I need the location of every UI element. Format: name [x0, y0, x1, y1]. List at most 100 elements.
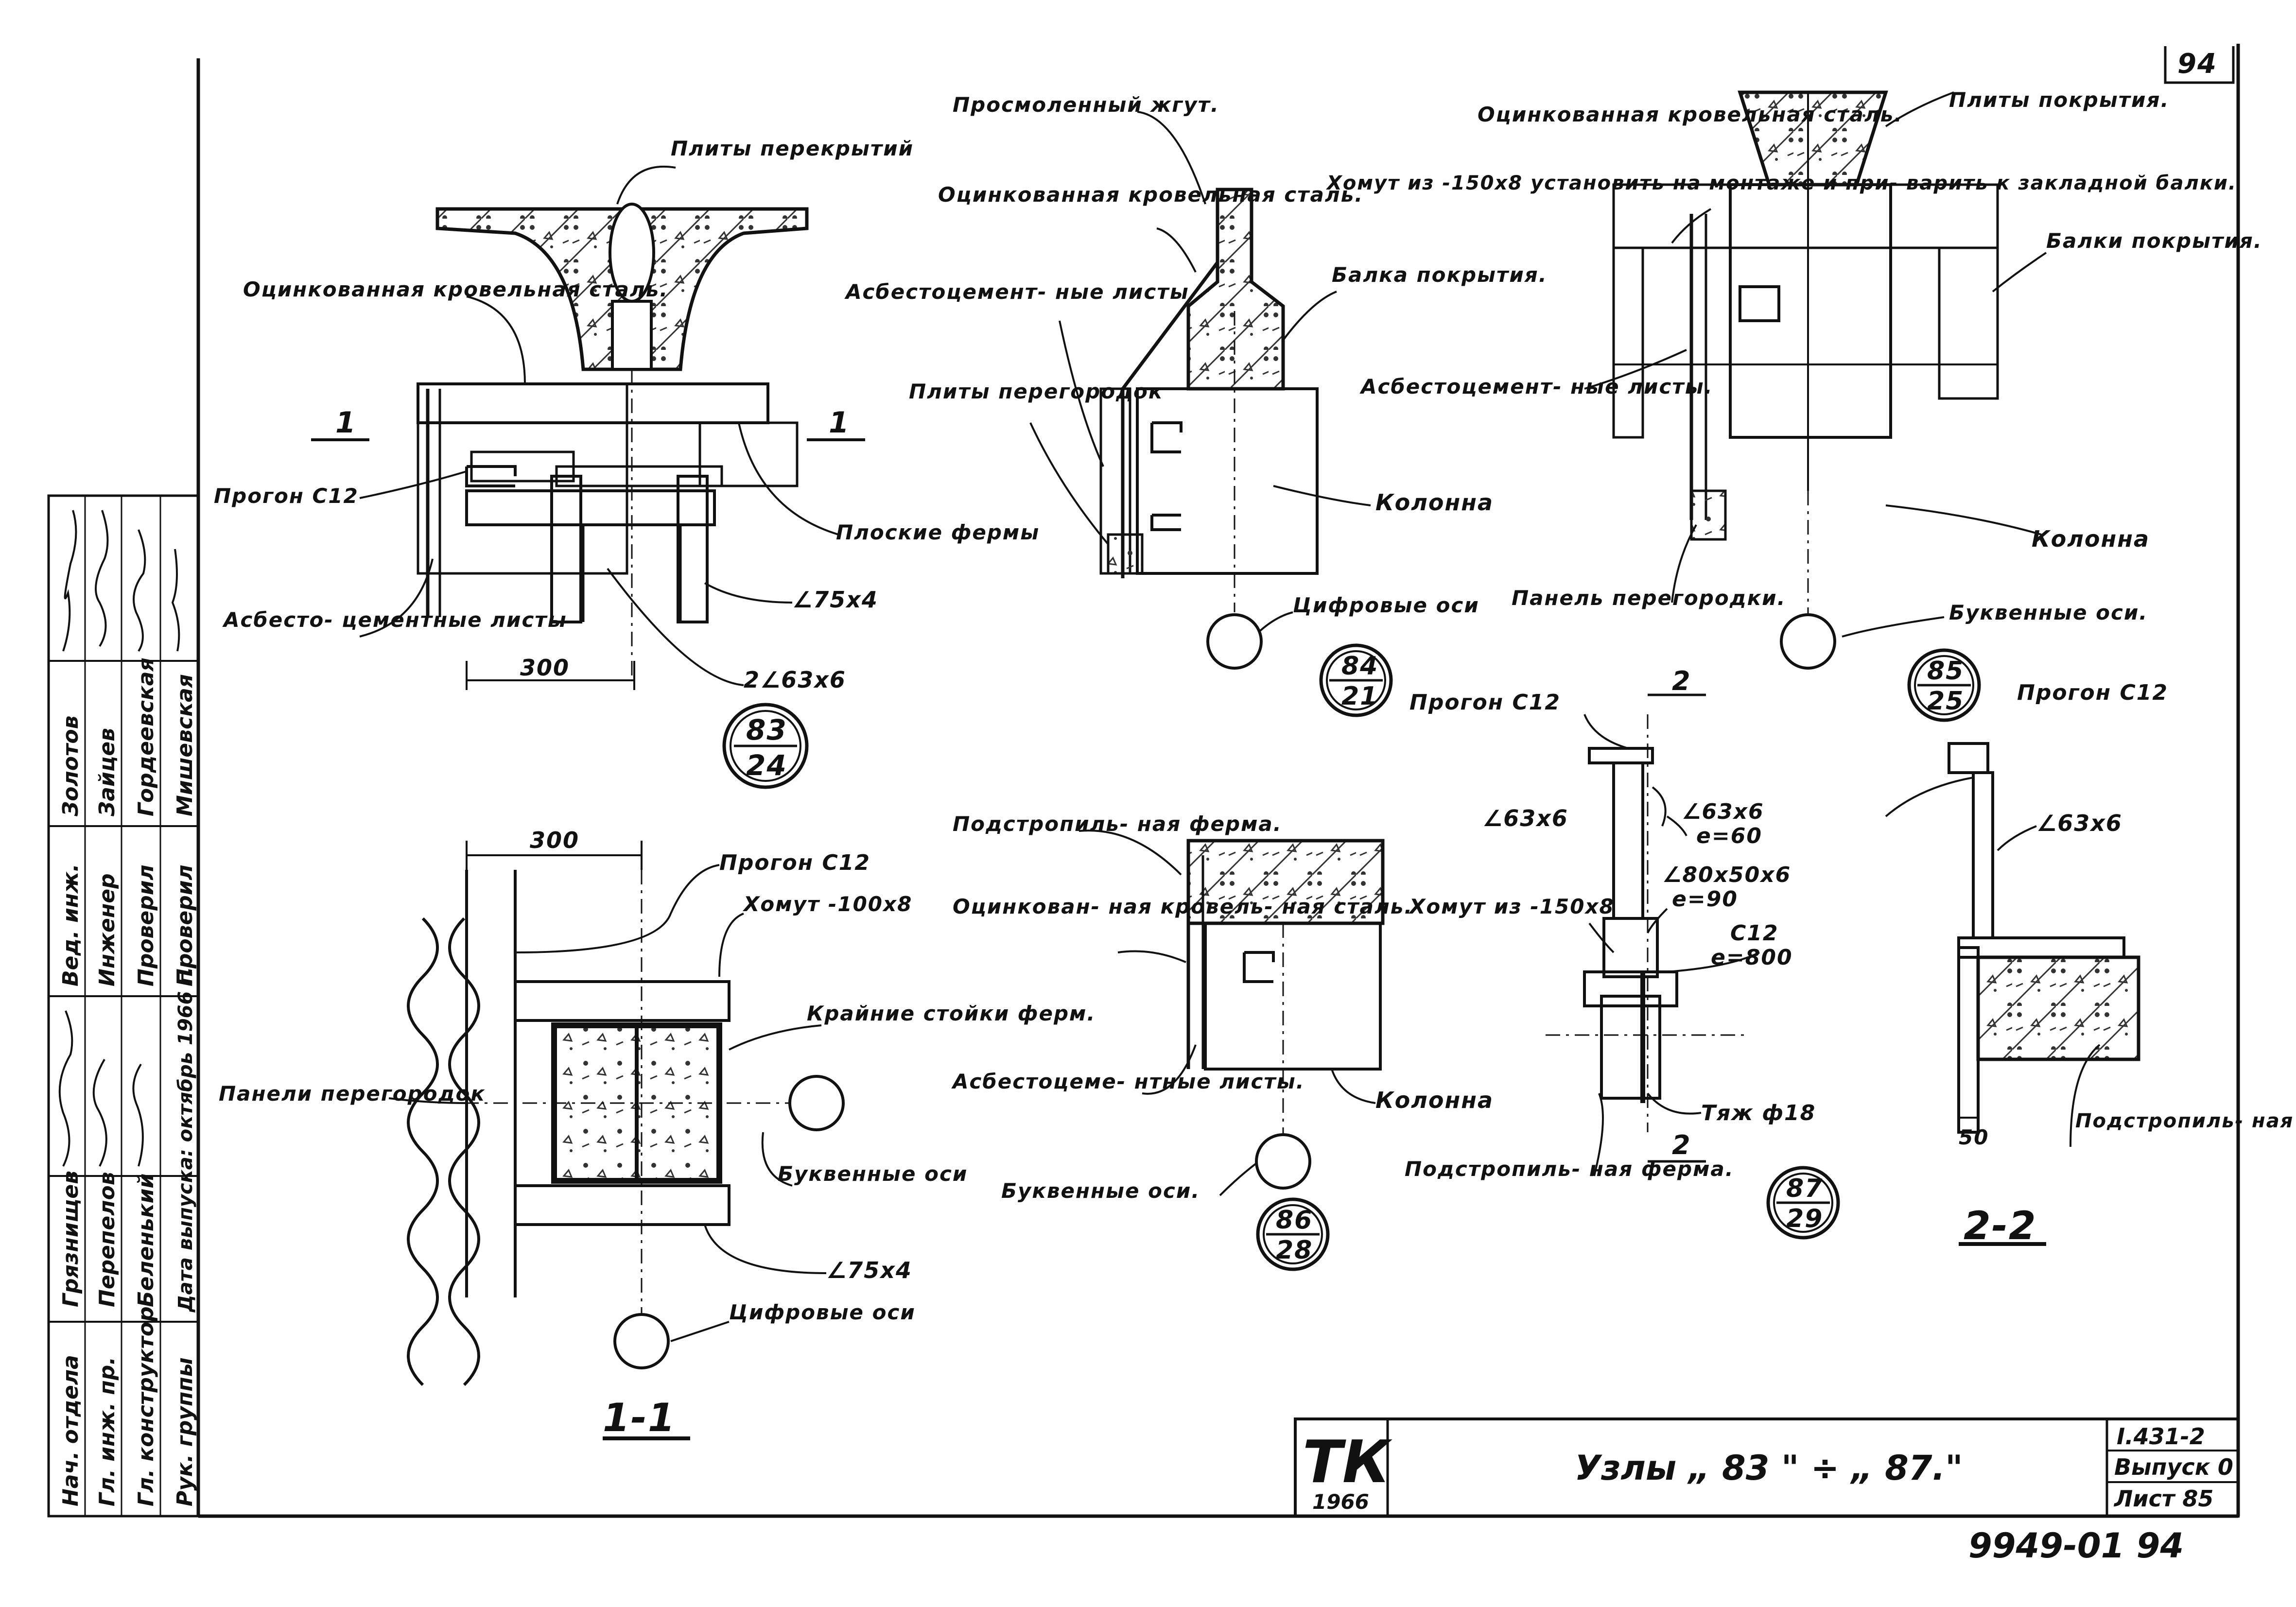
stamp-series: I.431-2 [2117, 1423, 2205, 1450]
node83-angle2: 2∠63x6 [744, 667, 846, 693]
node86-letter-axes: Буквенные оси. [1001, 1179, 1200, 1203]
node87-spacing3: e=800 [1711, 945, 1793, 970]
node-86-drawing [1078, 829, 1385, 1271]
signature-name-1: Грязнищев [58, 1171, 83, 1307]
node87-spacing2: e=90 [1672, 887, 1738, 912]
section11-angle: ∠75x4 [826, 1257, 912, 1283]
node87-section-mark-top: 2 [1672, 666, 1691, 696]
archive-number: 9949-01 94 [1968, 1526, 2184, 1566]
section11-clamp: Хомут -100x8 [742, 892, 912, 916]
signature-role-col2-3: Проверил [134, 864, 158, 986]
section11-panels: Панели перегородок [219, 1082, 486, 1106]
node83-angle1: ∠75x4 [792, 587, 878, 613]
node-87-drawing [1546, 693, 1840, 1240]
section11-purlin: Прогон С12 [719, 850, 870, 875]
node84-roof-beam: Балка покрытия. [1332, 263, 1548, 287]
node83-plates-label: Плиты перекрытий [671, 137, 914, 160]
node87-tie: Тяж ф18 [1701, 1101, 1816, 1125]
signature-name-col2-4: Мишевская [173, 674, 197, 816]
node87-angle-mid: ∠63x6 [1682, 799, 1764, 824]
node85-roof-beams: Балки покрытия. [2046, 229, 2262, 253]
node84-column: Колонна [1375, 489, 1494, 516]
node85-partition-panel: Панель перегородки. [1512, 586, 1786, 610]
node86-roof-steel: Оцинкован- ная кровель- ная сталь. [953, 895, 1413, 918]
node87-rafter-truss: Подстропиль- ная ферма. [1405, 1157, 1734, 1181]
node87-section-mark-bottom: 2 [1672, 1130, 1691, 1160]
section22-title: 2-2 [1964, 1203, 2037, 1248]
node84-tarred-tow: Просмоленный жгут. [953, 93, 1219, 117]
section22-purlin: Прогон С12 [2017, 680, 2168, 705]
node86-asbestos: Асбестоцеме- нтные листы. [951, 1070, 1305, 1093]
node85-asbestos: Асбестоцемент- ные листы. [1359, 375, 1713, 398]
node83-asbestos: Асбесто- цементные листы [222, 608, 567, 632]
node85-column: Колонна [2032, 526, 2150, 552]
node87-id-top: 87 [1786, 1174, 1823, 1203]
node-85-drawing [1584, 90, 2047, 722]
node86-id-top: 86 [1276, 1206, 1313, 1235]
node85-id-bottom: 25 [1927, 687, 1964, 716]
node84-asbestos: Асбестоцемент- ные листы [844, 280, 1189, 304]
stamp-logo: ТК [1303, 1429, 1392, 1496]
node84-numeric-axes: Цифровые оси [1293, 593, 1479, 617]
node85-roof-steel: Оцинкованная кровельная сталь. [1478, 103, 1903, 126]
signature-role-2: Гл. инж. пр. [95, 1357, 120, 1506]
handwritten-signatures [58, 510, 180, 1167]
node83-id-bottom: 24 [746, 749, 787, 782]
signature-name-3: Беленький [134, 1174, 158, 1307]
node83-id-top: 83 [746, 713, 787, 746]
node87-spacing1: e=60 [1696, 824, 1762, 848]
node85-roof-plates: Плиты покрытия. [1949, 88, 2169, 112]
section-1-1-drawing [388, 841, 845, 1440]
signature-name-col2-2: Зайцев [95, 728, 120, 817]
node85-clamp: Хомут из -150x8 установить на монтаже и … [1325, 172, 2237, 194]
node87-angle-left: ∠63x6 [1482, 805, 1568, 831]
section11-title: 1-1 [603, 1395, 676, 1440]
section22-angle: ∠63x6 [2036, 810, 2122, 836]
signature-role-col2-2: Инженер [95, 873, 120, 986]
stamp-title: Узлы „ 83 " ÷ „ 87." [1575, 1448, 1963, 1488]
signature-name-2: Перепелов [95, 1172, 120, 1307]
node87-clamp: Хомут из -150x8 [1408, 895, 1615, 918]
signature-role-col2-1: Вед. инж. [58, 864, 83, 986]
node86-column: Колонна [1375, 1087, 1494, 1113]
section11-numeric-axes: Цифровые оси [729, 1300, 916, 1324]
node86-rafter-truss: Подстропиль- ная ферма. [953, 812, 1282, 836]
node87-id-bottom: 29 [1786, 1204, 1823, 1233]
title-stamp [1294, 1417, 2240, 1518]
stamp-sheet: Лист 85 [2113, 1486, 2213, 1512]
signature-name-col2-1: Золотов [58, 715, 83, 817]
node84-id-top: 84 [1341, 652, 1378, 681]
page-number-top: 94 [2177, 48, 2217, 80]
node-84-drawing [1029, 111, 1393, 717]
node83-section-mark-right: 1 [829, 406, 850, 440]
signature-name-col2-3: Гордеевская [134, 657, 158, 816]
node87-c12: С12 [1730, 921, 1779, 946]
section11-dim: 300 [530, 827, 579, 853]
signature-role-4: Рук. группы [173, 1357, 197, 1506]
signature-role-1: Нач. отдела [58, 1355, 83, 1506]
node87-angle-80: ∠80x50x6 [1662, 863, 1791, 887]
section11-end-posts: Крайние стойки ферм. [807, 1002, 1096, 1025]
release-date: Дата выпуска: октябрь 1966 г. [174, 967, 197, 1313]
node84-id-bottom: 21 [1341, 682, 1378, 711]
node83-dim: 300 [520, 655, 570, 681]
node87-purlin: Прогон С12 [1409, 690, 1561, 715]
node84-partition-plates: Плиты перегородок [909, 380, 1163, 403]
node85-letter-axes: Буквенные оси. [1949, 601, 2148, 624]
node83-roof-steel: Оцинкованная кровельная сталь. [243, 277, 668, 301]
node-83-drawing [311, 165, 865, 789]
section22-dim: 50 [1959, 1125, 1989, 1149]
section11-letter-axes: Буквенные оси [778, 1162, 968, 1186]
node83-section-mark-left: 1 [335, 406, 357, 440]
stamp-year: 1966 [1312, 1490, 1369, 1514]
signature-block [47, 494, 200, 1518]
node83-purlin: Прогон С12 [214, 484, 359, 508]
stamp-issue: Выпуск 0 [2114, 1454, 2233, 1480]
signature-role-col2-4: Проверил [173, 864, 197, 986]
section-2-2-drawing [1885, 742, 2140, 1246]
node83-flat-truss: Плоские фермы [836, 520, 1040, 544]
signature-role-3: Гл. конструктор [134, 1306, 158, 1506]
node85-id-top: 85 [1927, 657, 1964, 686]
section22-rafter-truss: Подстропиль- ная ферма. [2075, 1110, 2296, 1132]
node84-roof-steel: Оцинкованная кровельная сталь. [938, 183, 1363, 207]
